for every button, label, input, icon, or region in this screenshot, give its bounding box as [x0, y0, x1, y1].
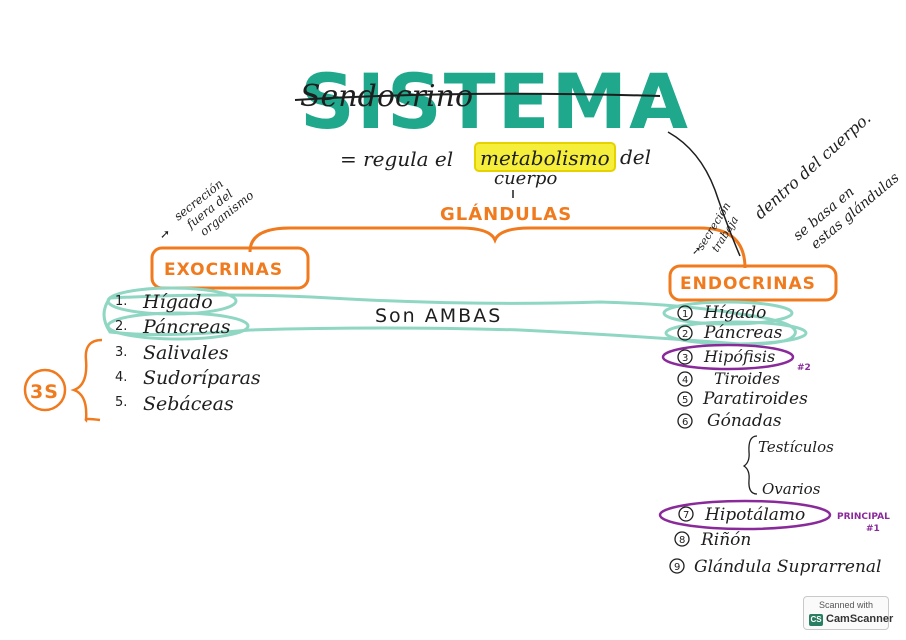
gonadas-sub-2: Ovarios	[762, 480, 821, 498]
endo-item-3: Hipófisis	[703, 347, 775, 366]
endo-num-circle-8	[674, 531, 690, 547]
subtitle-prefix: = regula el	[340, 147, 453, 171]
subtitle-suffix: del	[620, 145, 651, 169]
endo-num-circle-6	[677, 413, 693, 429]
shared-label: Son AMBAS	[375, 305, 502, 327]
scanner-top-text: Scanned with	[818, 600, 874, 610]
hipofisis-oval	[661, 343, 795, 371]
exo-item-5: Sebáceas	[143, 393, 234, 415]
endo-item-1: Hígado	[703, 303, 766, 323]
arrow-right-note: ➚	[692, 244, 701, 257]
gonadas-brace	[742, 435, 758, 495]
endo-item-8: Riñón	[700, 530, 751, 550]
scanner-name: CamScanner	[826, 613, 894, 625]
endo-num-8: 8	[679, 535, 685, 546]
right-higado-oval	[662, 300, 794, 326]
endo-num-circle-2	[677, 325, 693, 341]
group-brace	[70, 338, 103, 423]
exo-num-1: 1.	[115, 294, 127, 309]
center-node: GLÁNDULAS	[440, 203, 572, 225]
exocrinas-label: EXOCRINAS	[164, 260, 283, 280]
endo-num-circle-7	[678, 506, 694, 522]
exo-num-4: 4.	[115, 370, 127, 385]
highlight-box	[474, 142, 616, 172]
endocrinas-box	[668, 264, 838, 302]
endo-item-9: Glándula Suprarrenal	[694, 557, 881, 577]
endocrinas-label: ENDOCRINAS	[680, 274, 816, 294]
exo-item-1: Hígado	[142, 291, 213, 313]
exo-num-3: 3.	[115, 345, 127, 360]
endo-num-4: 4	[682, 375, 688, 386]
brace-connector	[248, 226, 747, 269]
pointer-line	[667, 131, 741, 257]
strike-line	[294, 92, 661, 101]
subtitle-highlight: metabolismo	[480, 146, 610, 170]
subtitle-line2: cuerpo	[494, 168, 557, 189]
endo-item-4: Tiroides	[714, 369, 780, 388]
endo-item-5: Paratiroides	[702, 389, 808, 409]
group-circle	[23, 368, 67, 412]
exo-num-2: 2.	[115, 319, 127, 334]
endo-num-circle-9	[669, 558, 685, 574]
left-pancreas-oval	[106, 311, 250, 341]
endo-num-circle-3	[677, 349, 693, 365]
exo-num-5: 5.	[115, 395, 127, 410]
endo-num-circle-1	[677, 305, 693, 321]
group-label: 3S	[30, 381, 59, 403]
hipotalamo-oval	[658, 499, 832, 531]
endo-item-2: Páncreas	[703, 323, 783, 343]
endo-num-1: 1	[682, 309, 688, 320]
endo-item-6: Gónadas	[707, 411, 782, 431]
endo-num-circle-4	[677, 371, 693, 387]
hipotalamo-tag-1: PRINCIPAL	[837, 512, 890, 522]
endo-item-7: Hipotálamo	[704, 505, 805, 525]
endo-num-6: 6	[682, 417, 688, 428]
endo-num-5: 5	[682, 395, 688, 406]
gonadas-sub-1: Testículos	[758, 438, 834, 456]
hipofisis-tag: #2	[797, 363, 811, 373]
endo-num-9: 9	[674, 562, 680, 573]
exocrinas-box	[150, 246, 310, 290]
camscanner-badge: Scanned with CS CamScanner	[803, 596, 893, 630]
exo-item-4: Sudoríparas	[143, 367, 261, 389]
title: SISTEMA	[300, 57, 690, 146]
endo-num-circle-5	[677, 391, 693, 407]
arrow-left-note: ➚	[160, 227, 170, 241]
exo-item-3: Salivales	[143, 342, 229, 364]
exo-item-2: Páncreas	[142, 316, 231, 338]
camscanner-logo-icon: CS	[809, 614, 823, 626]
hipotalamo-tag-2: #1	[866, 524, 880, 534]
endo-num-3: 3	[682, 353, 688, 364]
endo-num-2: 2	[682, 329, 688, 340]
endo-num-7: 7	[683, 510, 689, 521]
